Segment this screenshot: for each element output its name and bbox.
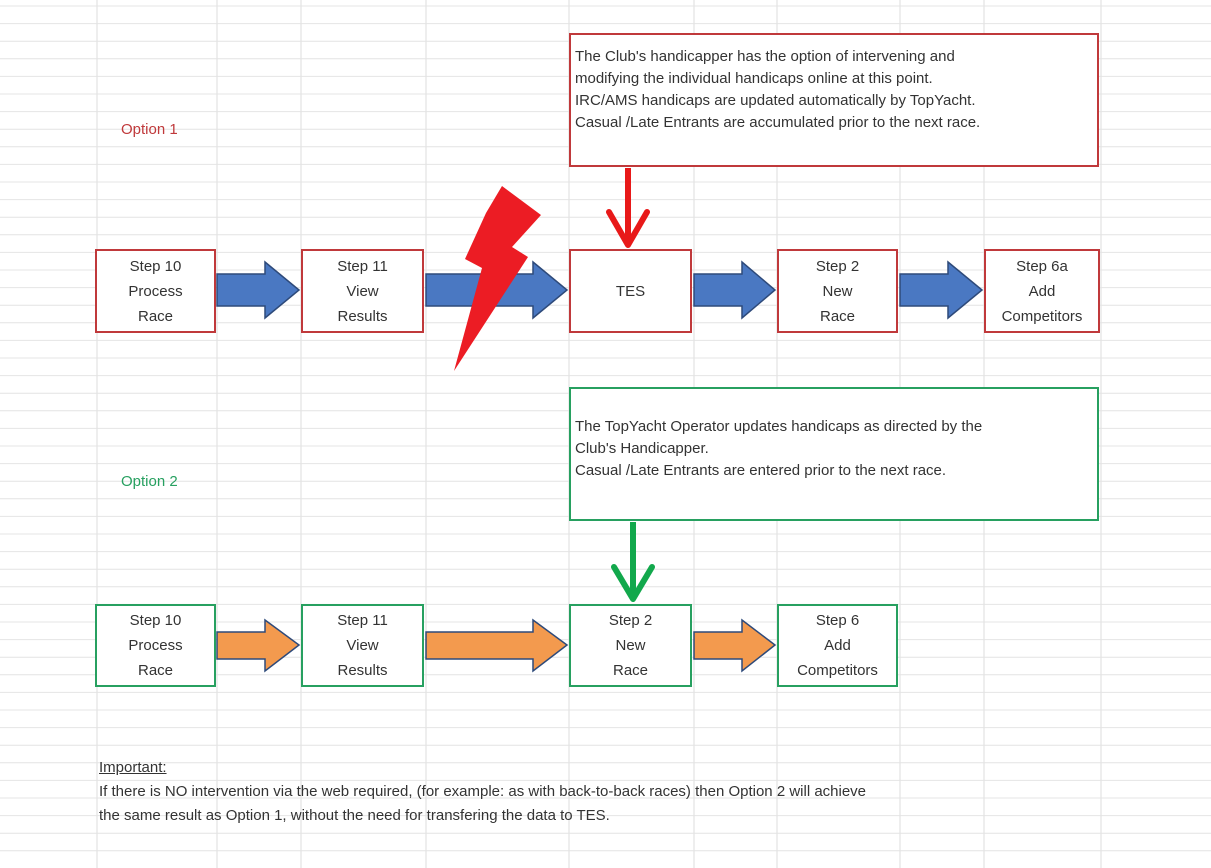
flow-arrow-right xyxy=(216,260,301,320)
important-line: If there is NO intervention via the web … xyxy=(99,783,867,800)
option-1-step-add-competitors: Step 6a Add Competitors xyxy=(984,249,1100,333)
step-label: Race xyxy=(612,662,649,679)
note-line: Casual /Late Entrants are accumulated pr… xyxy=(575,114,981,131)
note-line: Club's Handicapper. xyxy=(575,440,709,457)
step-label: Step 10 xyxy=(129,257,182,275)
step-label: View xyxy=(346,637,379,654)
option-2-label: Option 2 xyxy=(121,473,178,490)
step-label: Step 6 xyxy=(815,612,860,629)
option-1-label: Option 1 xyxy=(121,121,178,138)
step-label: Step 11 xyxy=(337,257,388,275)
step-label: New xyxy=(822,282,853,300)
step-label: New xyxy=(615,637,646,654)
important-heading: Important: xyxy=(99,759,167,776)
step-label: Add xyxy=(824,637,851,654)
step-label: Process xyxy=(128,282,183,300)
flow-arrow-right xyxy=(693,618,777,673)
step-label: Results xyxy=(337,662,388,679)
step-label: Step 11 xyxy=(337,612,388,629)
step-label: Process xyxy=(128,637,183,654)
step-label: Results xyxy=(337,307,388,325)
down-arrow-icon xyxy=(611,564,655,602)
step-label: Step 6a xyxy=(1016,257,1068,275)
step-label: Step 2 xyxy=(608,612,653,629)
important-line: the same result as Option 1, without the… xyxy=(99,807,610,824)
option-2-note: The TopYacht Operator updates handicaps … xyxy=(569,387,1099,521)
important-note: Important: If there is NO intervention v… xyxy=(99,756,866,828)
option-2-step-add-competitors: Step 6 Add Competitors xyxy=(777,604,898,687)
flow-arrow-right xyxy=(899,260,984,320)
note-line: The TopYacht Operator updates handicaps … xyxy=(575,418,983,435)
note-line: modifying the individual handicaps onlin… xyxy=(575,70,933,87)
note-line: Casual /Late Entrants are entered prior … xyxy=(575,462,947,479)
step-label: Step 2 xyxy=(815,257,860,275)
note-line: The Club's handicapper has the option of… xyxy=(575,48,955,65)
step-label: TES xyxy=(615,282,646,300)
option-1-step-new-race: Step 2 New Race xyxy=(777,249,898,333)
option-2-step-new-race: Step 2 New Race xyxy=(569,604,692,687)
step-label: Competitors xyxy=(1001,307,1083,325)
step-label: View xyxy=(346,282,379,300)
option-1-step-tes: TES xyxy=(569,249,692,333)
down-arrow-icon xyxy=(606,209,650,248)
flow-arrow-right xyxy=(693,260,777,320)
note-line: IRC/AMS handicaps are updated automatica… xyxy=(575,92,976,109)
option-2-step-process-race: Step 10 Process Race xyxy=(95,604,216,687)
option-2-step-view-results: Step 11 View Results xyxy=(301,604,424,687)
option-1-step-view-results: Step 11 View Results xyxy=(301,249,424,333)
lightning-bolt-icon xyxy=(454,186,541,371)
step-label: Race xyxy=(819,307,856,325)
option-1-step-process-race: Step 10 Process Race xyxy=(95,249,216,333)
step-label: Add xyxy=(1028,282,1056,300)
option-1-note: The Club's handicapper has the option of… xyxy=(569,33,1099,167)
step-label: Competitors xyxy=(797,662,878,679)
flow-arrow-right xyxy=(425,618,569,673)
step-label: Step 10 xyxy=(129,612,182,629)
step-label: Race xyxy=(137,662,174,679)
step-label: Race xyxy=(137,307,174,325)
flow-arrow-right xyxy=(216,618,301,673)
